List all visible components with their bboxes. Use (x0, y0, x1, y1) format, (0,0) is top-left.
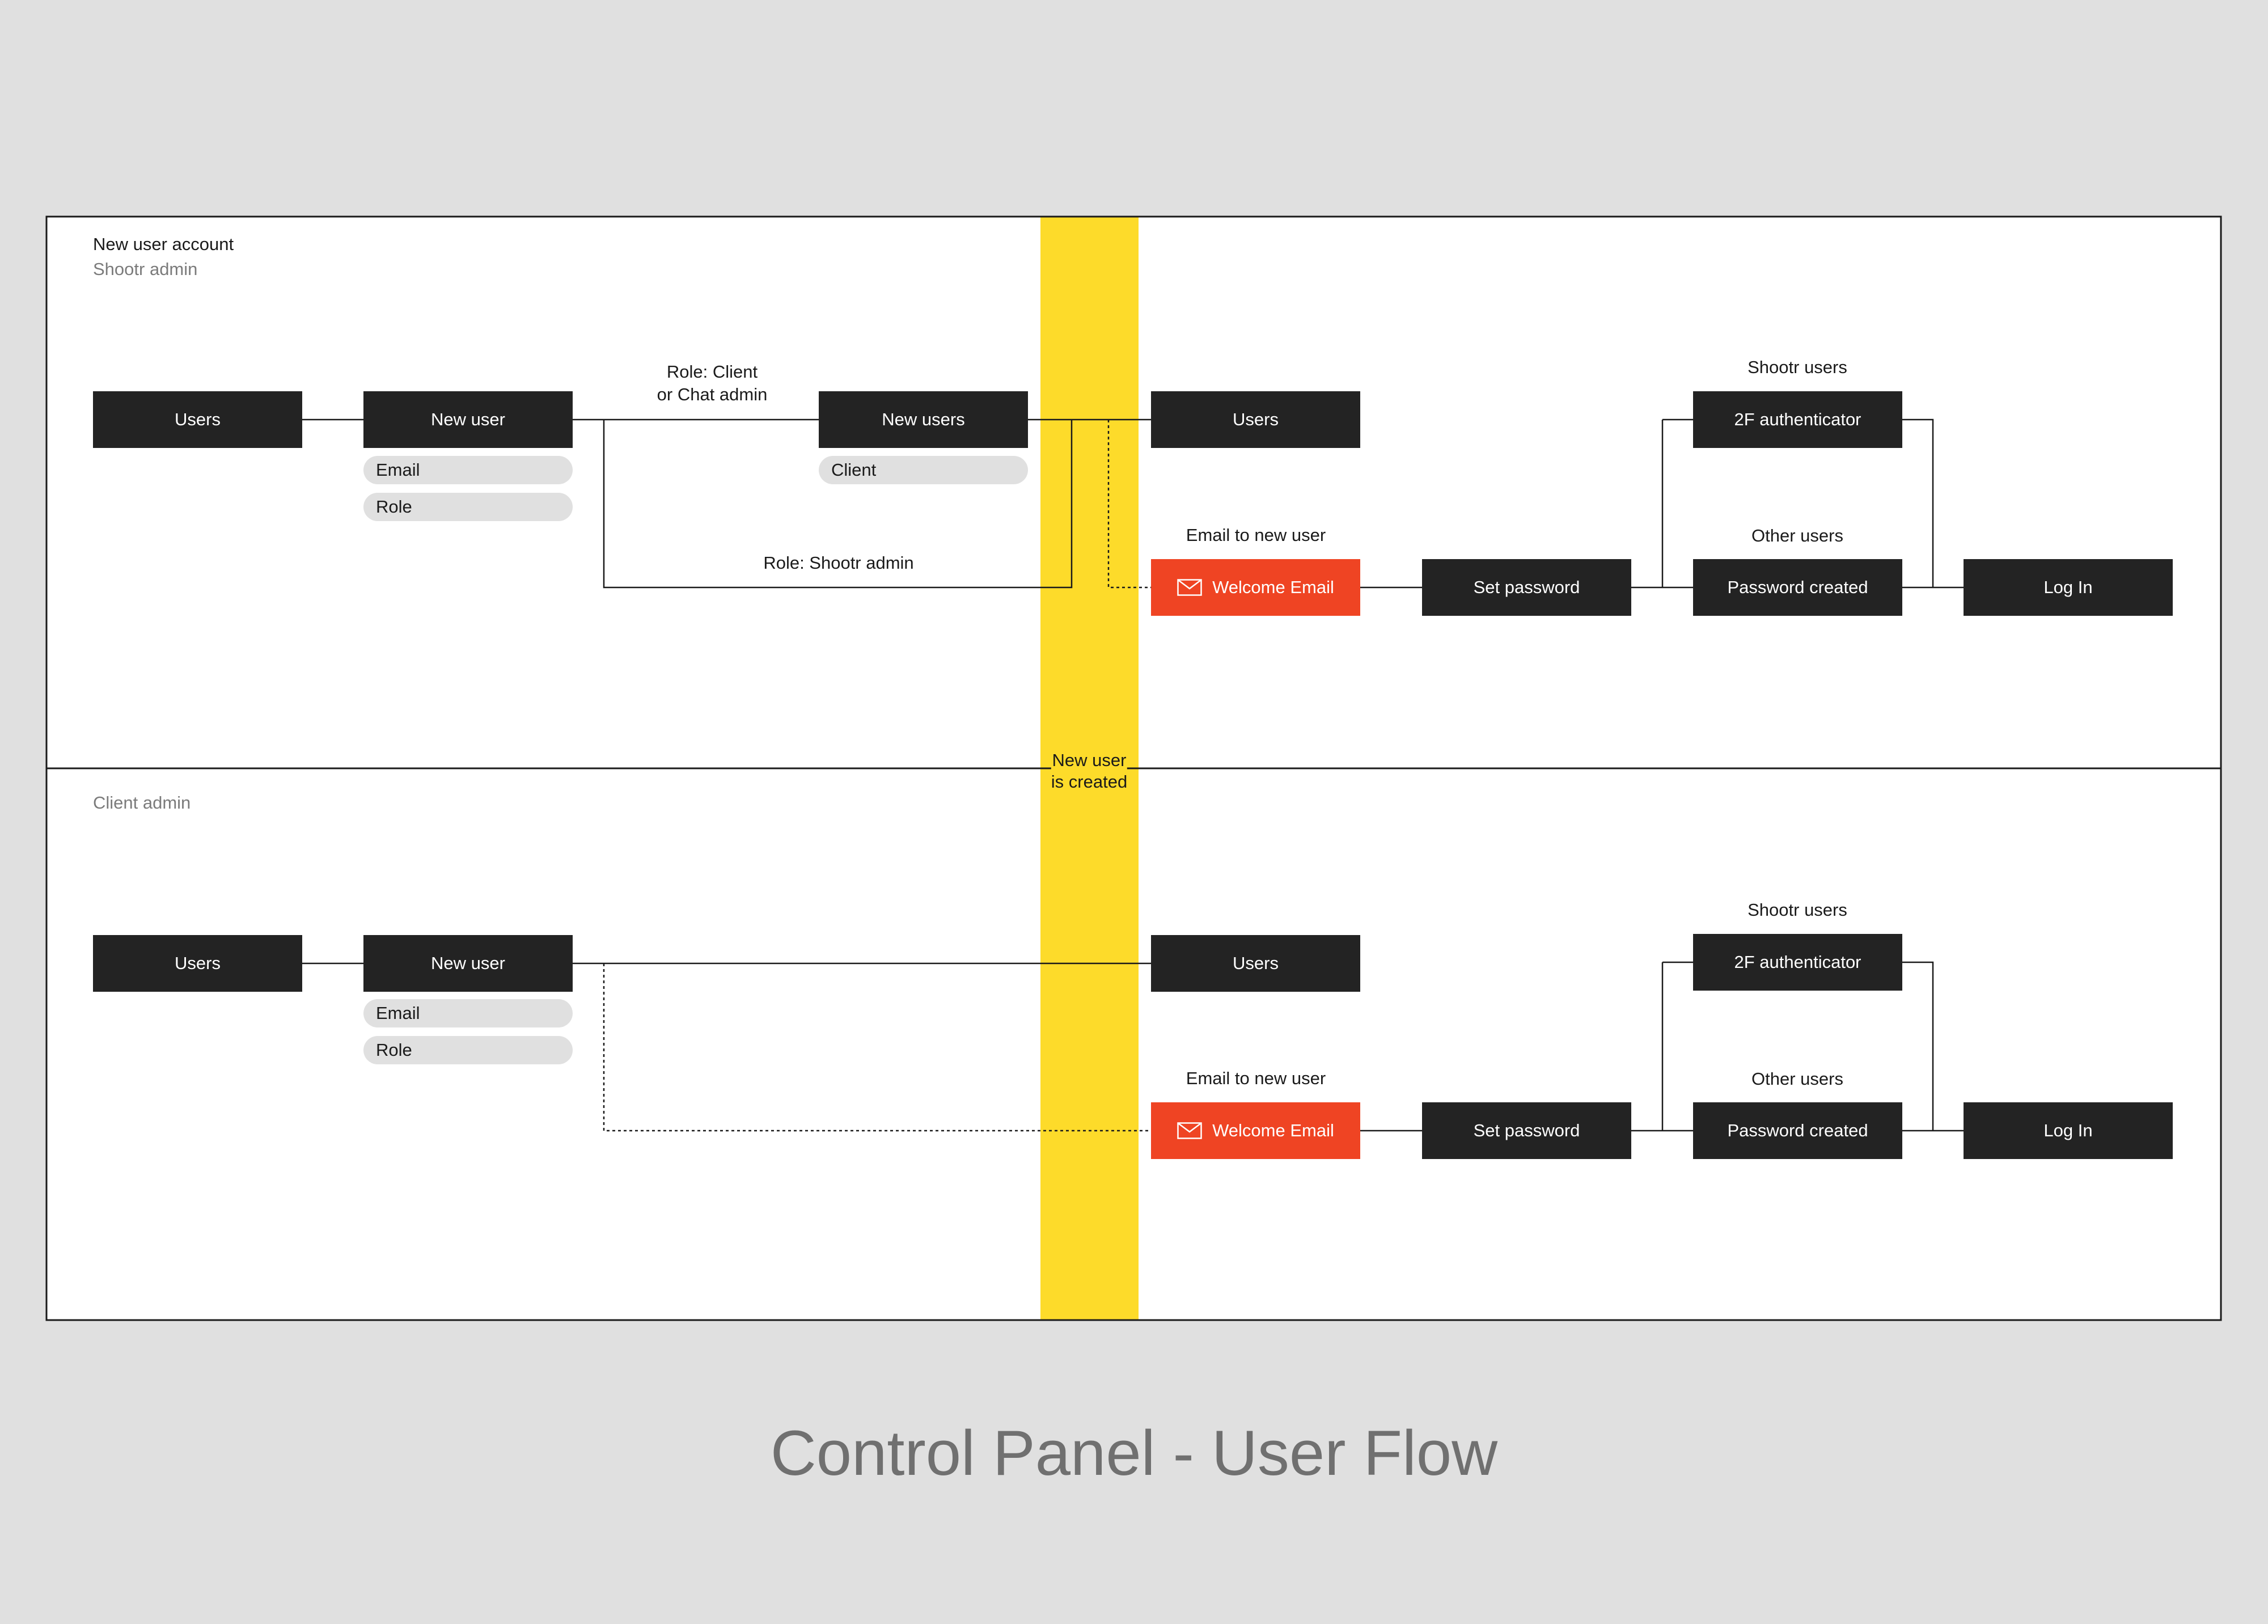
label-shootr-users-2: Shootr users (1747, 900, 1847, 920)
mail-icon (1177, 1122, 1202, 1139)
edge-label-chat-admin: or Chat admin (657, 384, 768, 404)
lane-heading-client: Client admin (93, 793, 191, 813)
node-users: Users (93, 391, 302, 448)
field-role: Role (363, 493, 573, 521)
edge-label-role-client: Role: Client (666, 362, 758, 382)
label-email-to-new-user-2: Email to new user (1186, 1068, 1326, 1088)
mail-icon (1177, 579, 1202, 596)
field-email-2: Email (363, 999, 573, 1027)
field-role-2: Role (363, 1036, 573, 1064)
connector-shootr-admin-route (603, 420, 1073, 589)
field-client: Client (819, 456, 1028, 484)
node-welcome-email: Welcome Email (1151, 559, 1360, 616)
node-2f-authenticator: 2F authenticator (1693, 391, 1902, 448)
milestone-label: New user is created (1051, 746, 1128, 796)
connector-dotted-email (1107, 420, 1151, 589)
milestone-label-line1: New user (1052, 750, 1127, 770)
label-email-to-new-user: Email to new user (1186, 525, 1326, 545)
edge-label-role-shootr-admin: Role: Shootr admin (763, 553, 914, 573)
page-title: Control Panel - User Flow (770, 1418, 1498, 1488)
node-users-target: Users (1151, 391, 1360, 448)
node-welcome-email-2: Welcome Email (1151, 1102, 1360, 1159)
node-new-user: New user (363, 391, 573, 448)
label-shootr-users: Shootr users (1747, 357, 1847, 377)
welcome-email-label: Welcome Email (1212, 577, 1334, 597)
node-users-2: Users (93, 935, 302, 992)
node-new-users: New users (819, 391, 1028, 448)
node-set-password: Set password (1422, 559, 1631, 616)
milestone-label-line2: is created (1051, 772, 1128, 792)
lane-heading: New user account (93, 234, 234, 254)
node-password-created: Password created (1693, 559, 1902, 616)
node-set-password-2: Set password (1422, 1102, 1631, 1159)
field-email: Email (363, 456, 573, 484)
node-password-created-2: Password created (1693, 1102, 1902, 1159)
connector-2fa-to-login-2 (1902, 961, 1934, 1131)
label-other-users-2: Other users (1751, 1069, 1843, 1089)
node-new-user-2: New user (363, 935, 573, 992)
node-log-in-2: Log In (1964, 1102, 2173, 1159)
node-log-in: Log In (1964, 559, 2173, 616)
connector-2fa-to-login (1902, 418, 1934, 587)
connector-dotted-email-2 (603, 963, 1151, 1132)
welcome-email-label-2: Welcome Email (1212, 1120, 1334, 1140)
label-other-users: Other users (1751, 526, 1843, 545)
node-2f-authenticator-2: 2F authenticator (1693, 934, 1902, 991)
node-users-target-2: Users (1151, 935, 1360, 992)
lane-subheading: Shootr admin (93, 259, 198, 279)
